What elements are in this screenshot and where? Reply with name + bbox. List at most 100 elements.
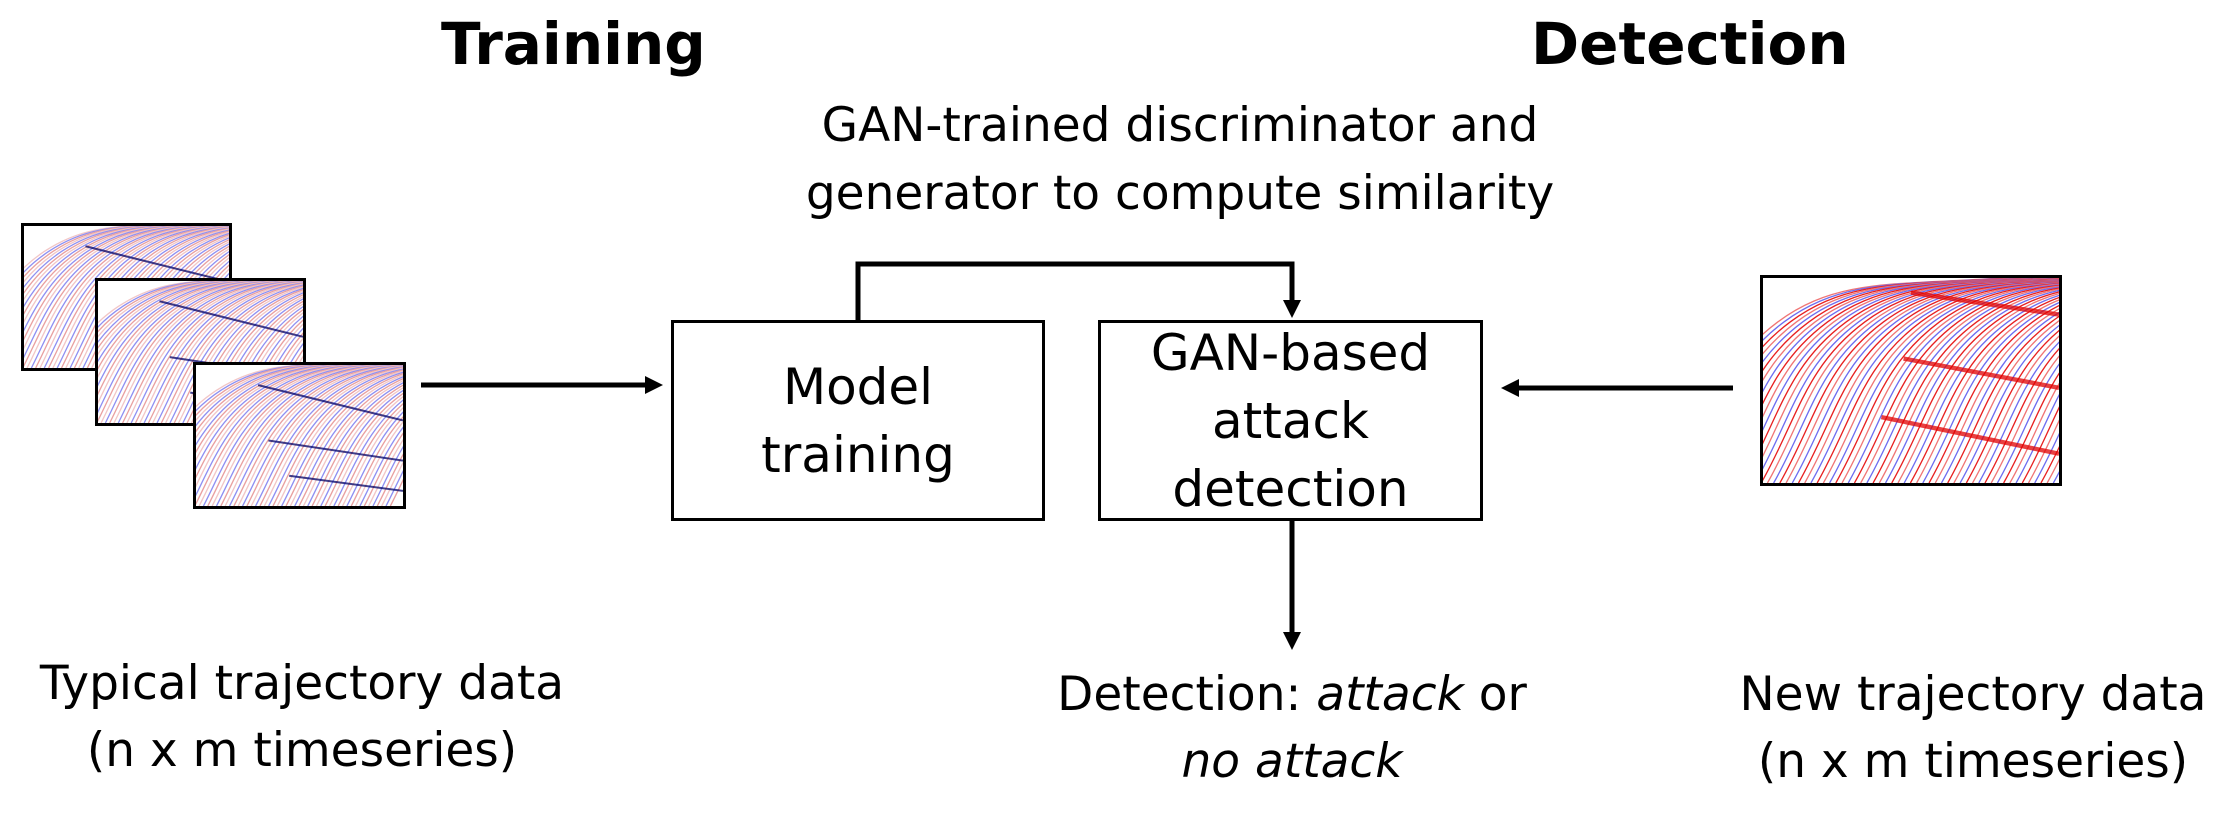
detection-output-or: or (1463, 667, 1527, 722)
detection-output-prefix: Detection: (1057, 667, 1317, 722)
trajectory-line (268, 368, 403, 506)
trajectory-line (134, 281, 303, 423)
trajectory-line (1897, 292, 2059, 483)
trajectory-band (257, 384, 403, 422)
trajectory-line (2015, 393, 2059, 483)
trajectory-line (1922, 301, 2059, 483)
trajectory-line (24, 226, 151, 283)
model-training-label-line2: training (761, 425, 955, 484)
trajectory-line (246, 365, 403, 506)
detection-heading: Detection (1531, 10, 1849, 78)
trajectory-line (2021, 406, 2059, 483)
trajectory-line (1916, 299, 2059, 483)
trajectory-line (169, 284, 303, 423)
trajectory-line (1909, 296, 2059, 483)
trajectory-line (1990, 355, 2059, 483)
trajectory-line (196, 365, 333, 433)
new-trajectory-plot (1760, 275, 2062, 486)
trajectory-line (1853, 284, 2059, 483)
trajectory-line (196, 365, 337, 439)
new-data-line1: New trajectory data (1739, 667, 2207, 722)
trajectory-line (48, 226, 224, 368)
trajectory-line (39, 226, 216, 368)
trajectory-line (196, 365, 316, 412)
trajectory-band (268, 439, 403, 462)
trajectory-line (307, 382, 403, 506)
trajectory-line (376, 453, 403, 506)
trajectory-line (281, 371, 403, 506)
trajectory-line (56, 226, 229, 368)
trajectory-line (60, 226, 229, 368)
trajectory-line (1978, 341, 2059, 483)
trajectory-line (104, 281, 281, 423)
arrowhead-detection-top (1283, 300, 1301, 318)
trajectory-line (24, 226, 164, 301)
trajectory-line (98, 281, 212, 324)
trajectory-line (1829, 282, 2059, 483)
trajectory-band (1910, 290, 2059, 317)
trajectory-line (2027, 419, 2059, 483)
trajectory-line (98, 281, 238, 356)
trajectory-line (1903, 294, 2059, 483)
trajectory-band (159, 300, 303, 338)
trajectory-line (65, 226, 229, 368)
trajectory-line (363, 432, 403, 506)
trajectory-line (98, 281, 251, 378)
trajectory-line (259, 366, 403, 506)
trajectory-line (98, 281, 221, 333)
trajectory-line (165, 283, 303, 423)
new-data-label: New trajectory data (n x m timeseries) (1726, 661, 2220, 795)
typical-data-line1: Typical trajectory data (39, 656, 565, 711)
trajectory-line (1996, 363, 2059, 483)
trajectory-band (1880, 414, 2059, 456)
trajectory-line (324, 392, 403, 506)
typical-trajectory-plot-3 (193, 362, 406, 509)
trajectory-line (255, 366, 403, 506)
trajectory-line (1866, 286, 2059, 483)
trajectory-line (1940, 311, 2059, 483)
gan-detection-box: GAN-based attack detection (1098, 320, 1483, 521)
arrowhead-output (1283, 632, 1301, 650)
training-heading: Training (441, 10, 706, 78)
trajectory-line (298, 377, 403, 506)
trajectory-line (233, 365, 403, 506)
trajectory-line (196, 365, 359, 479)
gan-note-line2: generator to compute similarity (805, 166, 1555, 221)
trajectory-line (359, 426, 403, 506)
trajectory-line (215, 365, 394, 506)
trajectory-line (30, 226, 207, 368)
trajectory-line (143, 281, 303, 423)
trajectory-line (24, 226, 160, 294)
trajectory-line (328, 395, 403, 506)
trajectory-line (341, 407, 403, 506)
arrowhead-detection-right (1501, 379, 1519, 397)
detection-output-attack: attack (1316, 667, 1464, 722)
trajectory-line (98, 281, 255, 387)
trajectory-line (1860, 285, 2059, 483)
typical-data-line2: (n x m timeseries) (86, 723, 518, 778)
trajectory-line (368, 438, 403, 506)
trajectory-line (24, 226, 173, 315)
trajectory-band (1903, 356, 2059, 390)
trajectory-line (196, 365, 364, 488)
trajectory-line (98, 281, 230, 344)
trajectory-line (35, 226, 211, 368)
trajectory-line (156, 282, 303, 423)
trajectory-line (122, 281, 298, 423)
trajectory-line (52, 226, 229, 368)
gan-detection-label-line1: GAN-based (1150, 323, 1431, 382)
trajectory-line (196, 365, 355, 470)
trajectory-line (196, 365, 320, 417)
trajectory-line (241, 365, 403, 506)
new-data-line2: (n x m timeseries) (1757, 734, 2189, 789)
trajectory-line (117, 281, 294, 423)
trajectory-line (1965, 329, 2059, 483)
trajectory-line (1953, 320, 2059, 483)
trajectory-line (24, 226, 168, 308)
trajectory-line (24, 226, 190, 350)
detection-output-line2: no attack (1004, 728, 1580, 795)
trajectory-line (43, 226, 220, 368)
trajectory-line (228, 365, 403, 506)
gan-detection-label-line2: attack (1212, 391, 1369, 450)
